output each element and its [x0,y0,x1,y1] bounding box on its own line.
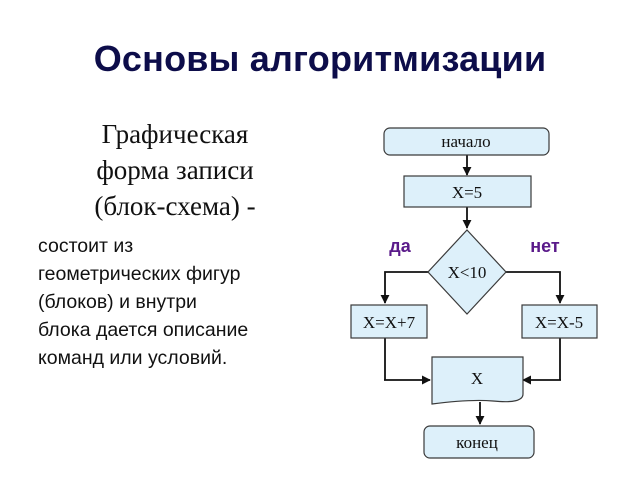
subtitle-line: Графическая [101,119,249,149]
start-block: начало [383,127,550,156]
no-action-label: X=X-5 [535,313,583,332]
subtitle-line: (блок-схема) - [94,191,256,221]
no-branch-label: нет [530,236,560,256]
flowchart-connectors [380,155,565,425]
end-block: конец [423,425,535,459]
connector-condition-no [506,271,565,304]
yes-branch-label: да [389,236,411,256]
connector-condition-yes [380,271,428,304]
no-action-block: X=X-5 [521,304,598,339]
subtitle-line: форма записи [96,155,254,185]
description-line: состоит из [38,235,134,257]
output-label: X [471,369,483,388]
yes-action-block: X=X+7 [350,304,428,339]
description-line: блока дается описание [38,319,249,341]
assign-label: X=5 [452,183,482,202]
start-label: начало [441,132,490,151]
condition-block: X<10 [427,229,507,315]
yes-action-label: X=X+7 [363,313,416,332]
output-block: X [431,356,524,405]
slide-title: Основы алгоритмизации [93,38,547,79]
end-label: конец [456,433,498,452]
description-line: геометрических фигур [38,263,241,285]
subtitle: Графическая форма записи (блок-схема) - [30,116,320,224]
description-line: (блоков) и внутри [38,291,197,313]
condition-label: X<10 [448,263,487,282]
description-line: команд или условий. [38,347,228,369]
description-text: состоит из геометрических фигур (блоков)… [38,232,338,372]
assign-block: X=5 [403,175,532,208]
